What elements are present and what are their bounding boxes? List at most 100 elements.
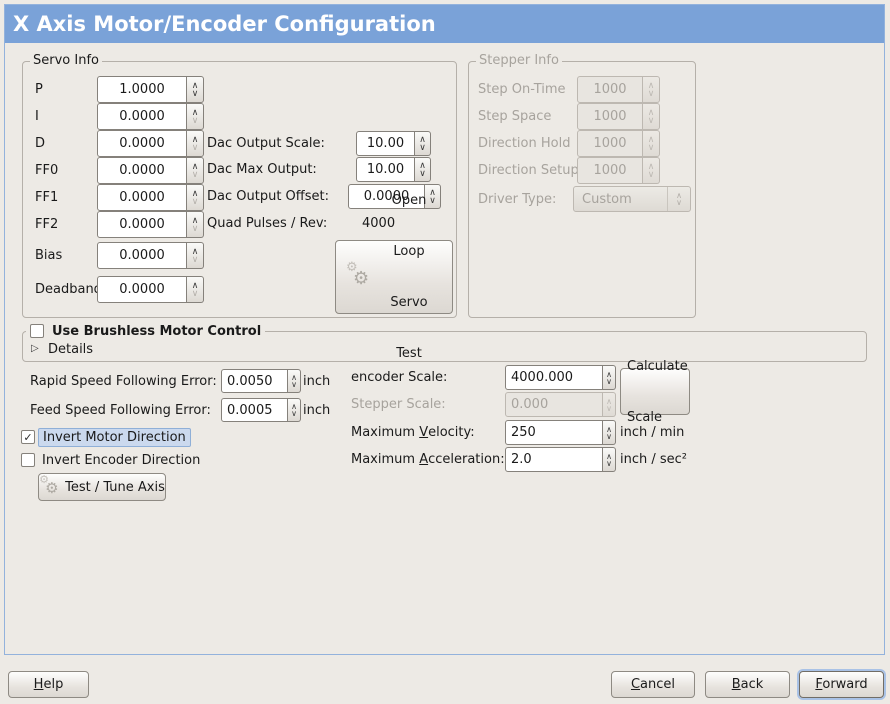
spin-up-icon[interactable]: ∧ [191, 280, 199, 291]
spin-up-icon[interactable]: ∧ [191, 188, 199, 199]
spin-down-icon[interactable]: ∨ [191, 88, 199, 99]
open-loop-servo-test-button[interactable]: ⚙⚙ Open Loop Servo Test [335, 193, 453, 361]
spin-down-icon[interactable]: ∨ [606, 431, 612, 441]
spin-up-icon[interactable]: ∧ [191, 80, 199, 91]
use-brushless-checkbox[interactable] [30, 324, 44, 338]
spin-down-icon[interactable]: ∨ [191, 288, 199, 299]
spin-up-icon[interactable]: ∧ [191, 215, 199, 226]
ff2-spinner[interactable]: ∧∨ [187, 211, 204, 238]
deadband-spinner[interactable]: ∧∨ [187, 276, 204, 303]
spin-up-icon[interactable]: ∧ [419, 160, 426, 171]
invert-motor-label[interactable]: Invert Motor Direction [38, 428, 191, 447]
spin-down-icon[interactable]: ∨ [191, 115, 199, 126]
maximum-acceleration-unit: inch / sec² [620, 451, 688, 467]
invert-encoder-label[interactable]: Invert Encoder Direction [42, 452, 201, 468]
rapid-following-error-unit: inch [303, 373, 331, 389]
help-button[interactable]: Help [8, 671, 89, 698]
encoder-scale-spinner[interactable]: ∧∨ [603, 365, 616, 390]
dac-output-scale-input[interactable]: 10.00 [356, 131, 415, 156]
spin-up-icon[interactable]: ∧ [191, 161, 199, 172]
deadband-input[interactable]: 0.0000 [97, 276, 187, 303]
cancel-button[interactable]: Cancel [611, 671, 695, 698]
rapid-following-error-input[interactable]: 0.0050 [221, 369, 288, 393]
details-expander-label[interactable]: Details [48, 341, 94, 357]
spin-down-icon[interactable]: ∨ [191, 254, 199, 265]
stepper-scale-input: 0.000 [505, 392, 603, 417]
ff1-spinner[interactable]: ∧∨ [187, 184, 204, 211]
spin-down-icon[interactable]: ∨ [419, 168, 426, 179]
ff0-spinner[interactable]: ∧∨ [187, 157, 204, 184]
test-tune-axis-label: Test / Tune Axis [65, 479, 165, 495]
stepper-info-frame [468, 61, 696, 318]
bias-input[interactable]: 0.0000 [97, 242, 187, 269]
p-spinner[interactable]: ∧∨ [187, 76, 204, 103]
spin-down-icon[interactable]: ∨ [291, 409, 297, 418]
i-input[interactable]: 0.0000 [97, 103, 187, 130]
details-expander-arrow-icon[interactable]: ▷ [31, 343, 39, 354]
maximum-velocity-input[interactable]: 250 [505, 420, 603, 445]
spin-down-icon[interactable]: ∨ [191, 223, 199, 234]
spin-up-icon[interactable]: ∧ [419, 134, 426, 145]
gears-icon: ⚙⚙ [39, 473, 59, 497]
spin-up-icon[interactable]: ∧ [606, 424, 612, 434]
spin-up-icon[interactable]: ∧ [191, 107, 199, 118]
back-button[interactable]: Back [705, 671, 790, 698]
spin-up-icon[interactable]: ∧ [191, 134, 199, 145]
dac-output-offset-spinner[interactable]: ∧∨ [425, 184, 441, 209]
feed-following-error-unit: inch [303, 402, 331, 418]
rapid-following-error-label: Rapid Speed Following Error: [30, 373, 217, 389]
spin-down-icon[interactable]: ∨ [419, 142, 426, 153]
calculate-scale-button[interactable]: Calculate Scale [620, 359, 690, 425]
dac-max-output-spinner[interactable]: ∧∨ [415, 157, 431, 182]
test-tune-axis-button[interactable]: ⚙⚙ Test / Tune Axis [38, 473, 166, 501]
feed-following-error-input[interactable]: 0.0005 [221, 398, 288, 422]
step-on-time-spinner: ∧∨ [643, 76, 660, 103]
spin-down-icon[interactable]: ∨ [429, 195, 436, 206]
step-space-spinner: ∧∨ [643, 103, 660, 130]
spin-down-icon[interactable]: ∨ [191, 142, 199, 153]
forward-button[interactable]: Forward [799, 671, 884, 698]
invert-encoder-checkbox[interactable] [21, 453, 35, 467]
direction-hold-label: Direction Hold [478, 136, 571, 151]
spin-up-icon[interactable]: ∧ [606, 451, 612, 461]
dac-max-output-label: Dac Max Output: [207, 162, 317, 177]
spin-down-icon[interactable]: ∨ [606, 376, 612, 386]
invert-motor-checkbox[interactable]: ✓ [21, 430, 35, 444]
step-space-input: 1000 [577, 103, 643, 130]
checkmark-icon: ✓ [23, 430, 33, 444]
feed-following-error-label: Feed Speed Following Error: [30, 402, 211, 418]
maximum-velocity-spinner[interactable]: ∧∨ [603, 420, 616, 445]
maximum-acceleration-input[interactable]: 2.0 [505, 447, 603, 472]
ff0-input[interactable]: 0.0000 [97, 157, 187, 184]
maximum-acceleration-spinner[interactable]: ∧∨ [603, 447, 616, 472]
spin-down-icon[interactable]: ∨ [191, 169, 199, 180]
spin-up-icon[interactable]: ∧ [291, 402, 297, 411]
p-input[interactable]: 1.0000 [97, 76, 187, 103]
spin-up-icon[interactable]: ∧ [606, 369, 612, 379]
d-label: D [35, 136, 46, 151]
spin-up-icon[interactable]: ∧ [429, 187, 436, 198]
d-spinner[interactable]: ∧∨ [187, 130, 204, 157]
d-input[interactable]: 0.0000 [97, 130, 187, 157]
open-loop-button-label: Open Loop Servo Test [390, 193, 428, 361]
dac-max-output-input[interactable]: 10.00 [356, 157, 415, 182]
spin-down-icon[interactable]: ∨ [606, 458, 612, 468]
ff2-input[interactable]: 0.0000 [97, 211, 187, 238]
spin-up-icon[interactable]: ∧ [191, 246, 199, 257]
rapid-following-error-spinner[interactable]: ∧∨ [288, 369, 301, 393]
step-space-label: Step Space [478, 109, 552, 124]
encoder-scale-input[interactable]: 4000.000 [505, 365, 603, 390]
ff1-input[interactable]: 0.0000 [97, 184, 187, 211]
direction-setup-spinner: ∧∨ [643, 157, 660, 184]
bias-spinner[interactable]: ∧∨ [187, 242, 204, 269]
gears-icon: ⚙⚙ [346, 260, 370, 289]
ff2-label: FF2 [35, 217, 59, 232]
dac-output-offset-input[interactable]: 0.0000 [348, 184, 425, 209]
i-spinner[interactable]: ∧∨ [187, 103, 204, 130]
dac-output-scale-spinner[interactable]: ∧∨ [415, 131, 431, 156]
spin-down-icon[interactable]: ∨ [291, 380, 297, 389]
spin-up-icon[interactable]: ∧ [291, 373, 297, 382]
use-brushless-label: Use Brushless Motor Control [52, 323, 262, 339]
spin-down-icon[interactable]: ∨ [191, 196, 199, 207]
feed-following-error-spinner[interactable]: ∧∨ [288, 398, 301, 422]
